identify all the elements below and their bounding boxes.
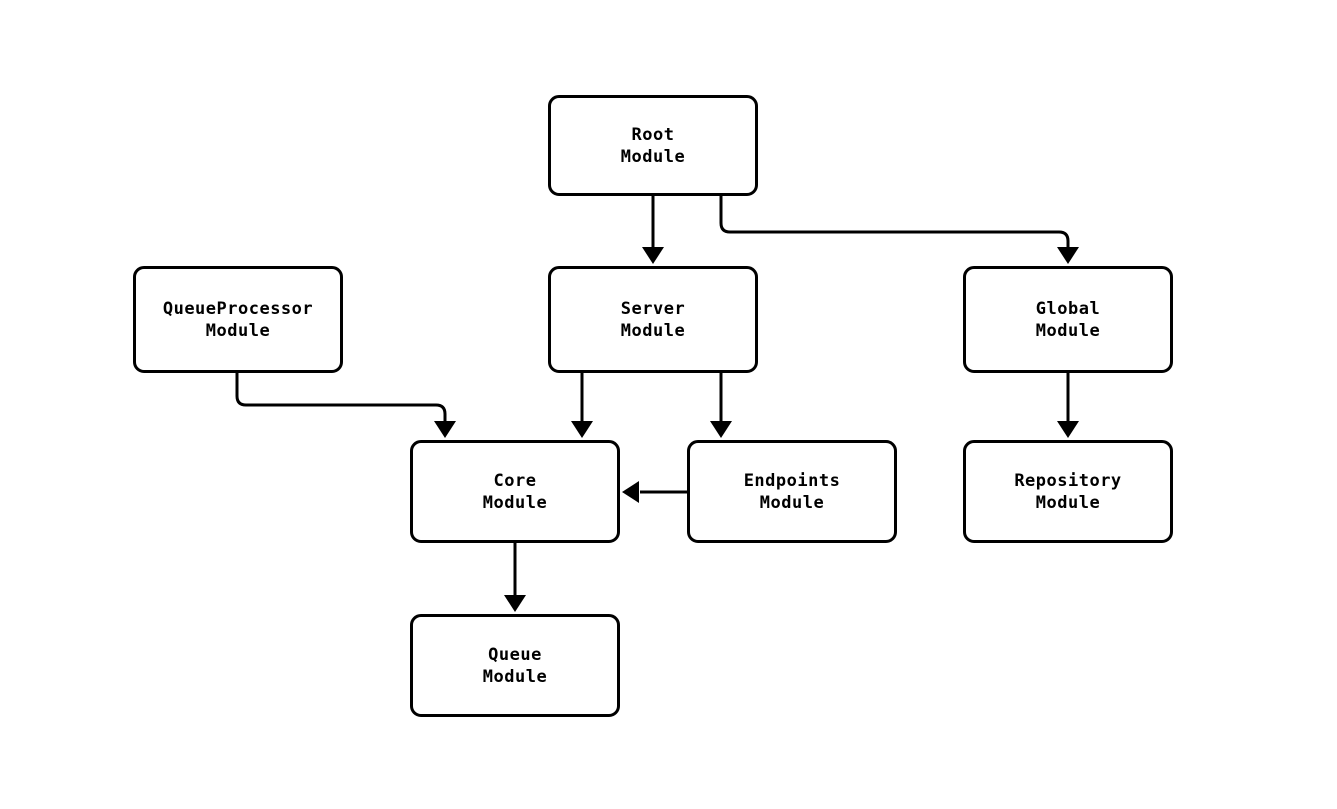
- node-label-line1: Global: [1035, 298, 1101, 319]
- edge-line: [235, 373, 447, 422]
- node-label-line1: Root: [631, 124, 675, 145]
- edge-server-core: [571, 373, 593, 438]
- node-label-line1: QueueProcessor: [162, 298, 314, 319]
- node-label-line2: Module: [205, 320, 271, 341]
- arrowhead-icon: [1057, 247, 1079, 264]
- edge-global-repository: [1057, 373, 1079, 438]
- node-label-line2: Module: [482, 666, 548, 687]
- edge-root-server: [642, 196, 664, 264]
- edge-queueprocessor-core: [235, 373, 456, 438]
- node-label-line2: Module: [1035, 320, 1101, 341]
- node-label-line1: Repository: [1014, 470, 1122, 491]
- arrowhead-icon: [504, 595, 526, 612]
- arrowhead-icon: [571, 421, 593, 438]
- arrowhead-icon: [622, 481, 639, 503]
- node-label-line2: Module: [482, 492, 548, 513]
- edge-server-endpoints: [710, 373, 732, 438]
- edge-line: [719, 196, 1070, 248]
- node-label-line1: Server: [620, 298, 686, 319]
- arrowhead-icon: [1057, 421, 1079, 438]
- arrowhead-icon: [642, 247, 664, 264]
- node-label-line2: Module: [620, 146, 686, 167]
- arrowhead-icon: [710, 421, 732, 438]
- node-label-line2: Module: [1035, 492, 1101, 513]
- node-label-line1: Endpoints: [743, 470, 841, 491]
- edge-root-global: [719, 196, 1079, 264]
- node-label-line1: Core: [493, 470, 537, 491]
- edge-endpoints-core: [622, 481, 687, 503]
- arrowhead-icon: [434, 421, 456, 438]
- node-label-line2: Module: [620, 320, 686, 341]
- node-label-line2: Module: [759, 492, 825, 513]
- edge-core-queue: [504, 543, 526, 612]
- node-label-line1: Queue: [488, 644, 542, 665]
